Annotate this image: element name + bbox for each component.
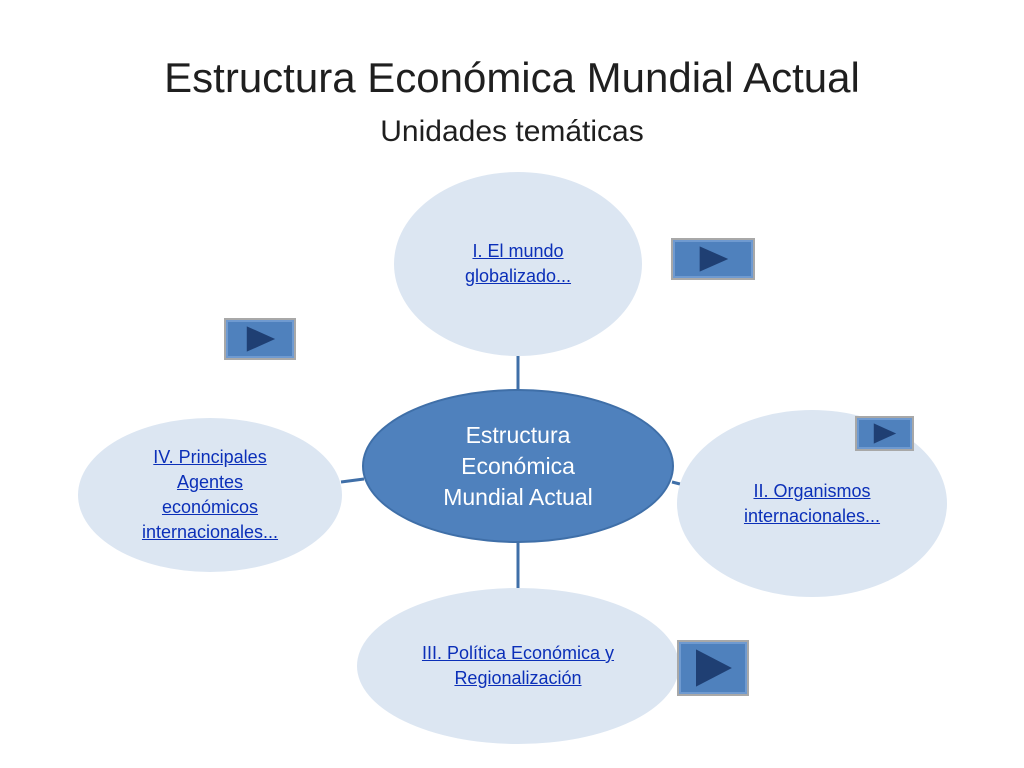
topic-link-2[interactable]: II. Organismos internacionales... [743,480,881,526]
topic-link-3[interactable]: III. Política Económica y Regionalizació… [421,643,615,688]
nav-button-4[interactable] [677,640,749,696]
topic-node-3: III. Política Económica y Regionalizació… [357,588,679,744]
play-arrow-icon [246,326,276,352]
slide-subtitle: Unidades temáticas [380,115,644,148]
slide-title: Estructura Económica Mundial Actual [164,54,860,101]
play-arrow-icon [699,246,729,272]
topic-link-1[interactable]: I. El mundo globalizado... [464,241,572,286]
topic-link-4[interactable]: IV. Principales Agentes económicos inter… [141,447,279,542]
play-arrow-icon [873,423,897,444]
center-node: Estructura Económica Mundial Actual [362,389,674,543]
connector-left [340,477,365,484]
nav-button-3[interactable] [855,416,914,451]
nav-button-2[interactable] [224,318,296,360]
topic-node-4: IV. Principales Agentes económicos inter… [78,418,342,572]
topic-node-1: I. El mundo globalizado... [394,172,642,356]
play-arrow-icon [696,649,732,687]
connector-right [671,480,681,486]
center-node-label: Estructura Económica Mundial Actual [443,421,593,510]
nav-button-1[interactable] [671,238,755,280]
